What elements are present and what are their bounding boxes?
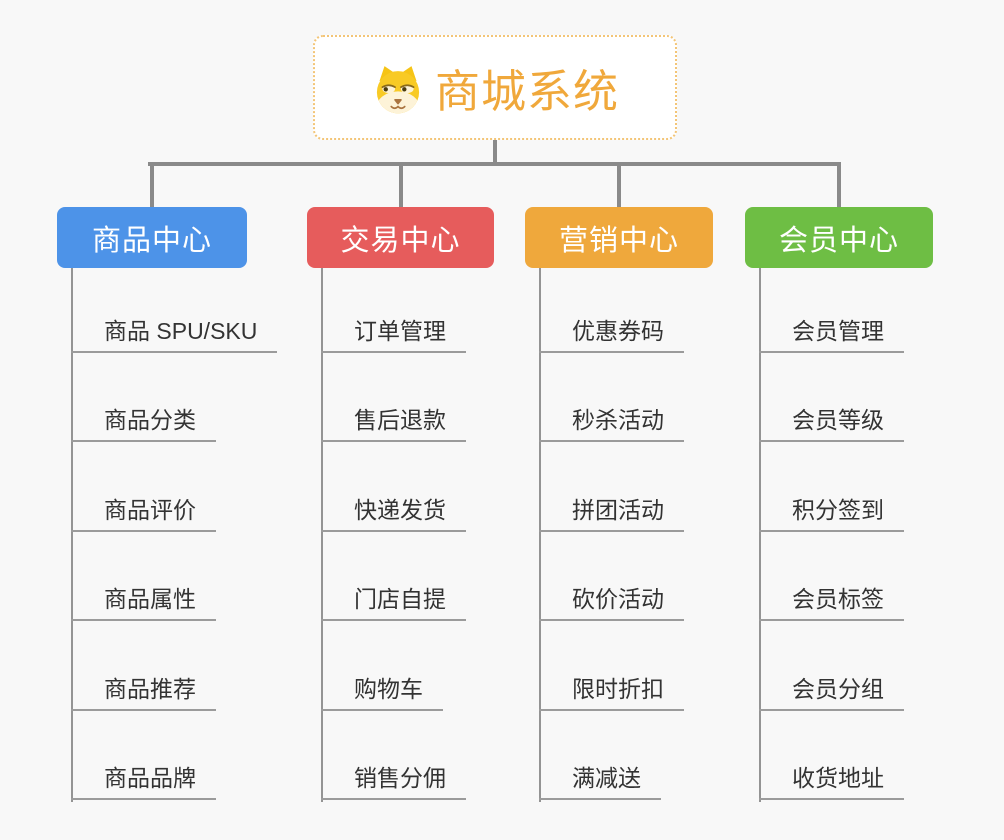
child-topic[interactable]: 订单管理 [321, 316, 466, 353]
child-topic[interactable]: 秒杀活动 [539, 405, 684, 442]
child-topic[interactable]: 限时折扣 [539, 674, 684, 711]
branch-label: 会员中心 [778, 224, 899, 257]
child-topic[interactable]: 商品 SPU/SKU [71, 316, 278, 353]
branch-node-1[interactable]: 交易中心 [307, 207, 494, 268]
root-topic[interactable]: 商城系统 [313, 35, 677, 140]
child-topic[interactable]: 销售分佣 [321, 763, 466, 800]
child-topic[interactable]: 会员标签 [759, 584, 904, 621]
child-topic[interactable]: 商品属性 [71, 584, 216, 621]
child-topic[interactable]: 满减送 [539, 763, 661, 800]
child-topic[interactable]: 积分签到 [759, 495, 904, 532]
connector-drop-1 [399, 162, 403, 207]
child-topic[interactable]: 优惠券码 [539, 316, 684, 353]
branch-spine-1 [321, 268, 323, 802]
branch-spine-0 [71, 268, 73, 802]
branch-label: 营销中心 [558, 224, 679, 257]
connector-bus [148, 162, 839, 166]
connector-drop-0 [150, 162, 154, 207]
root-topic-label: 商城系统 [434, 66, 619, 117]
child-topic[interactable]: 门店自提 [321, 584, 466, 621]
branch-node-0[interactable]: 商品中心 [57, 207, 247, 268]
dog-face-icon [371, 61, 425, 115]
child-topic[interactable]: 商品品牌 [71, 763, 216, 800]
child-topic[interactable]: 砍价活动 [539, 584, 684, 621]
child-topic[interactable]: 收货地址 [759, 763, 904, 800]
branch-node-3[interactable]: 会员中心 [745, 207, 933, 268]
child-topic[interactable]: 会员管理 [759, 316, 904, 353]
branch-spine-3 [759, 268, 761, 802]
child-topic[interactable]: 快递发货 [321, 495, 466, 532]
child-topic[interactable]: 购物车 [321, 674, 443, 711]
child-topic[interactable]: 商品推荐 [71, 674, 216, 711]
branch-node-2[interactable]: 营销中心 [525, 207, 713, 268]
branch-spine-2 [539, 268, 541, 802]
connector-drop-3 [837, 162, 841, 207]
branch-label: 交易中心 [340, 224, 461, 257]
branch-label: 商品中心 [91, 224, 212, 257]
child-topic[interactable]: 商品评价 [71, 495, 216, 532]
child-topic[interactable]: 会员等级 [759, 405, 904, 442]
connector-drop-2 [617, 162, 621, 207]
child-topic[interactable]: 售后退款 [321, 405, 466, 442]
child-topic[interactable]: 拼团活动 [539, 495, 684, 532]
child-topic[interactable]: 商品分类 [71, 405, 216, 442]
connector-root-stub [493, 140, 497, 165]
child-topic[interactable]: 会员分组 [759, 674, 904, 711]
